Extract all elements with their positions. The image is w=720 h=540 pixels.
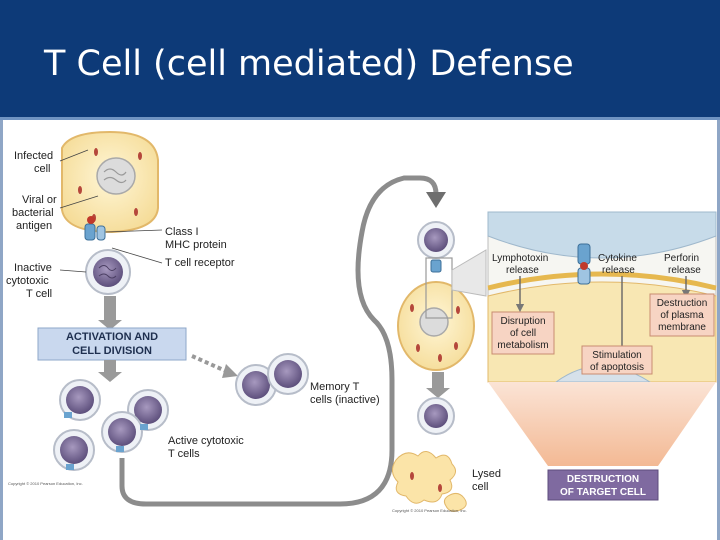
label-inactive-tc-1: Inactive (14, 262, 52, 274)
attacking-t-cell (417, 397, 455, 435)
zoom-panel-arrows (515, 276, 691, 357)
label-inactive-tc-2: cytotoxic (6, 275, 49, 287)
main-flow-arrow (119, 175, 439, 507)
label-memory-t-2: cells (inactive) (310, 394, 380, 406)
dashed-arrow-memory (191, 354, 238, 378)
frame-border-right (717, 120, 720, 540)
label-infected-cell-1: Infected (14, 150, 53, 162)
label-t-cell-receptor: T cell receptor (165, 257, 235, 269)
label-memory-t-1: Memory T (310, 381, 360, 393)
destruction-membrane-line1: Destruction (657, 298, 708, 309)
copyright-left: Copyright © 2010 Pearson Education, Inc. (8, 481, 83, 486)
label-class1-mhc-2: MHC protein (165, 239, 227, 251)
infected-cell (61, 130, 159, 234)
disruption-line2: of cell (510, 328, 536, 339)
disruption-line3: metabolism (497, 340, 548, 351)
label-viral-antigen-1: Viral or (22, 194, 57, 206)
inactive-t-cell (85, 249, 131, 295)
disruption-box: Disruption of cell metabolism (491, 311, 555, 355)
t-cell-diagram: Infected cell Viral or bacterial antigen… (6, 130, 717, 513)
label-perforin-2: release (668, 265, 701, 276)
label-cytokine-1: Cytokine (598, 253, 637, 264)
slide-title: T Cell (cell mediated) Defense (44, 44, 574, 84)
label-inactive-tc-3: T cell (26, 288, 52, 300)
frame-border-left (0, 120, 3, 540)
stimulation-box: Stimulation of apoptosis (581, 345, 653, 375)
destruction-membrane-line3: membrane (658, 322, 706, 333)
destruction-target-line2: OF TARGET CELL (560, 487, 646, 498)
label-active-tc-1: Active cytotoxic (168, 435, 244, 447)
label-active-tc-2: T cells (168, 448, 200, 460)
label-lysed-1: Lysed (472, 468, 501, 480)
activation-box-line2: CELL DIVISION (72, 345, 152, 357)
disruption-line1: Disruption (500, 316, 545, 327)
activation-box (37, 327, 187, 361)
label-infected-cell-2: cell (34, 163, 51, 175)
activation-box-line1: ACTIVATION AND (66, 331, 158, 343)
arrow-to-activation (98, 296, 122, 330)
destruction-membrane-box: Destruction of plasma membrane (649, 293, 715, 337)
main-flow-arrowhead (426, 192, 446, 208)
label-class1-mhc-1: Class I (165, 226, 199, 238)
memory-t-cells (235, 353, 309, 406)
copyright-bottom: Copyright © 2010 Pearson Education, Inc. (392, 508, 467, 513)
target-infected-cell (397, 281, 475, 371)
arrow-from-activation (98, 360, 122, 382)
destruction-target-line1: DESTRUCTION (567, 474, 639, 485)
label-lymphotoxin-1: Lymphotoxin (492, 253, 548, 264)
stimulation-line2: of apoptosis (590, 362, 644, 373)
label-perforin-1: Perforin (664, 253, 699, 264)
mhc-receptor-contact (84, 216, 106, 241)
title-bar: T Cell (cell mediated) Defense (0, 0, 720, 120)
label-cytokine-2: release (602, 265, 635, 276)
label-viral-antigen-2: bacterial (12, 207, 54, 219)
label-lymphotoxin-2: release (506, 265, 539, 276)
arrow-to-lysed (426, 372, 450, 398)
callout-pointer (451, 249, 487, 297)
label-viral-antigen-3: antigen (16, 220, 52, 232)
active-t-cells (53, 379, 169, 471)
destruction-membrane-line2: of plasma (660, 310, 704, 321)
lysed-cell-fragments (392, 451, 467, 512)
stimulation-line1: Stimulation (592, 350, 641, 361)
funnel-arrow (488, 382, 716, 466)
leader-lines (59, 149, 163, 273)
label-lysed-2: cell (472, 481, 489, 493)
middle-t-cell-top (417, 221, 455, 273)
destruction-target-box: DESTRUCTION OF TARGET CELL (547, 469, 659, 501)
